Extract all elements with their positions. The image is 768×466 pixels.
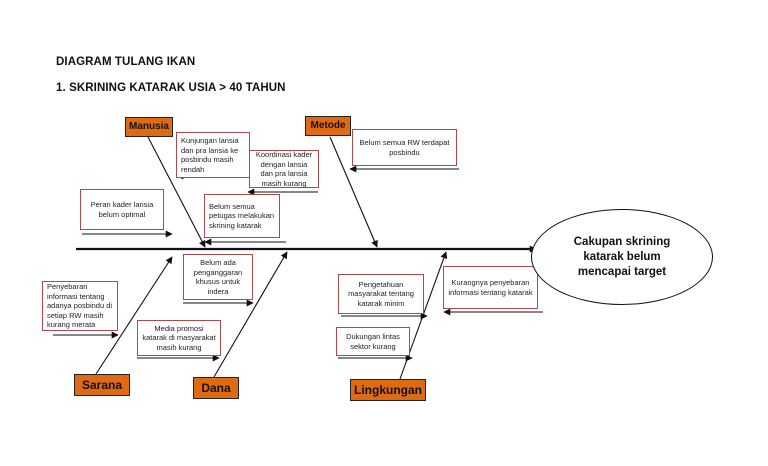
category-metode: Metode: [305, 116, 351, 136]
bone-sarana: [95, 256, 173, 375]
cause-penganggaran: Belum ada penganggaran khusus untuk inde…: [183, 254, 253, 300]
cause-belum-semua-rw: Belum semua RW terdapat posbindu: [352, 129, 457, 166]
cause-kurangnya-penyebaran: Kurangnya penyebaran informasi tentang k…: [443, 266, 538, 309]
cause-penyebaran-informasi: Penyebaran informasi tentang adanya posb…: [42, 281, 118, 331]
diagram-title: DIAGRAM TULANG IKAN: [56, 56, 196, 68]
cause-pengetahuan-masyarakat: Pengetahuan masyarakat tentang katarak m…: [338, 274, 424, 314]
cause-kunjungan-lansia: Kunjungan lansia dan pra lansia ke posbi…: [176, 132, 250, 178]
cause-dukungan-lintas-sektor: Dukungan lintas sektor kurang: [336, 327, 410, 356]
cause-peran-kader: Peran kader lansia belum optimal: [80, 189, 164, 230]
diagram-subtitle: 1. SKRINING KATARAK USIA > 40 TAHUN: [56, 82, 286, 94]
bone-metode: [329, 136, 378, 248]
bone-manusia: [147, 136, 206, 248]
category-sarana: Sarana: [74, 374, 130, 396]
cause-belum-semua-petugas: Belum semua petugas melakukan skrining k…: [204, 194, 280, 238]
cause-media-promosi: Media promosi katarak di masyarakat masi…: [137, 320, 221, 356]
category-lingkungan: Lingkungan: [350, 379, 426, 401]
category-manusia: Manusia: [125, 117, 173, 137]
cause-koordinasi-kader: Koordinasi kader dengan lansia dan pra l…: [249, 150, 319, 188]
bone-dana: [213, 251, 288, 378]
category-dana: Dana: [193, 377, 239, 399]
effect-head: Cakupan skrining katarak belum mencapai …: [531, 209, 713, 305]
